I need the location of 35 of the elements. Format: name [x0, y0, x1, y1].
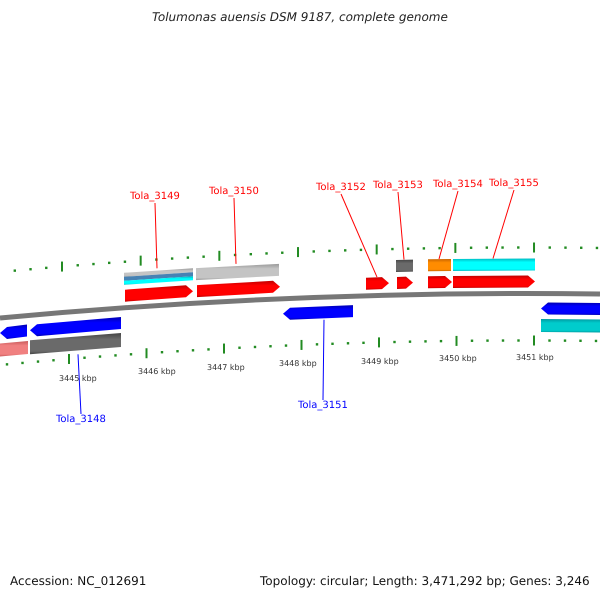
gene-feature [453, 258, 535, 288]
gene-feature [428, 259, 452, 288]
scale-label: 3448 kbp [279, 358, 317, 368]
gene-label: Tola_3155 [489, 178, 539, 190]
chart-title: Tolumonas auensis DSM 9187, complete genome [152, 11, 448, 25]
gene-feature [124, 268, 193, 302]
scale-label: 3446 kbp [138, 366, 176, 376]
gene-label: Tola_3151 [298, 400, 348, 412]
scale-label: 3449 kbp [361, 356, 399, 366]
leader-line [438, 190, 458, 260]
scale-label: 3445 kbp [59, 374, 97, 383]
gene-feature [283, 305, 353, 320]
leader-line [340, 194, 378, 278]
gene-feature [541, 302, 600, 332]
gene-label: Tola_3153 [373, 180, 423, 192]
gene-feature [396, 260, 413, 289]
leader-line [234, 198, 236, 264]
gene-label: Tola_3148 [56, 414, 106, 426]
gene-feature [196, 264, 280, 298]
gene-feature [0, 324, 28, 356]
scale-label: 3451 kbp [516, 352, 554, 362]
scale-label: 3447 kbp [207, 362, 245, 372]
gene-label: Tola_3150 [209, 186, 259, 198]
gene-label: Tola_3152 [316, 182, 366, 194]
footer-text: Accession: NC_012691 [10, 575, 146, 589]
leader-line [154, 202, 158, 269]
gene-label: Tola_3154 [433, 179, 483, 190]
gene-feature [366, 277, 389, 290]
leader-line [492, 190, 514, 259]
gene-feature [30, 317, 121, 354]
gene-label: Tola_3149 [130, 191, 180, 202]
leader-line [78, 354, 82, 414]
scale-label: 3450 kbp [439, 354, 477, 363]
leader-line [322, 319, 324, 400]
footer-text: Topology: circular; Length: 3,471,292 bp; Genes: 3,246 [260, 575, 590, 589]
